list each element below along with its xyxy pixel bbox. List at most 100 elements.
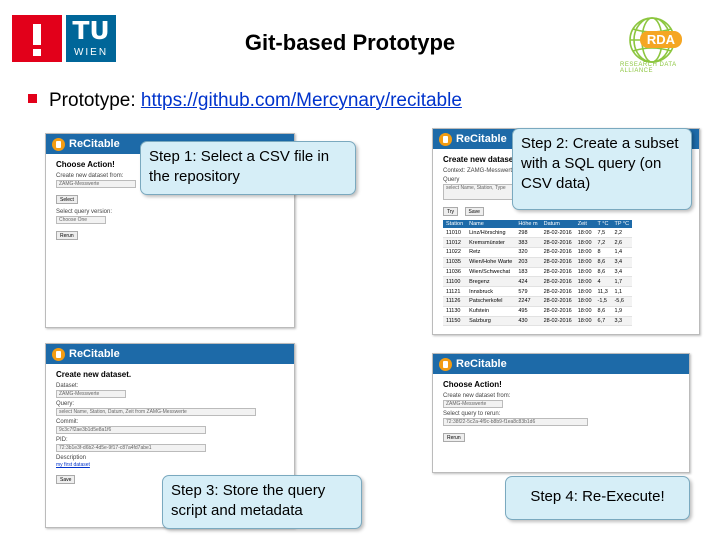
table-cell: 18:00: [574, 228, 595, 239]
table-cell: 18:00: [574, 267, 595, 278]
table-cell: Kufstein: [466, 306, 516, 317]
table-cell: 183: [515, 267, 541, 278]
column-header: T °C: [594, 220, 612, 228]
table-cell: 11121: [443, 286, 467, 298]
dataset-field[interactable]: ZAMG-Messwerte: [56, 390, 126, 398]
table-cell: 18:00: [574, 306, 595, 317]
commit-label: Commit:: [56, 419, 79, 425]
table-cell: 7,2: [594, 237, 612, 249]
table-cell: Kremsmünster: [466, 237, 516, 249]
rda-logo-text: RDA: [647, 32, 676, 47]
table-cell: 11126: [443, 296, 467, 307]
create-dataset-heading: Create new dataset.: [443, 155, 519, 164]
table-cell: 18:00: [574, 247, 595, 258]
table-cell: 7,5: [594, 228, 612, 239]
page-title: Git-based Prototype: [244, 30, 456, 55]
query-label: Query: [443, 177, 460, 183]
wien-logo-text: WIEN: [73, 47, 109, 58]
table-cell: Linz/Hörsching: [466, 228, 516, 239]
table-cell: 1,4: [611, 247, 633, 258]
save-button[interactable]: Save: [464, 207, 484, 216]
table-cell: 2247: [515, 296, 541, 307]
try-button[interactable]: Try: [443, 207, 459, 216]
table-cell: 1,9: [611, 306, 633, 317]
table-cell: Innsbruck: [466, 286, 516, 298]
description-label: Description: [56, 455, 87, 461]
table-cell: 28-02-2016: [540, 296, 575, 307]
app-name: ReCitable: [456, 358, 507, 370]
app-header: ReCitable: [433, 354, 689, 374]
table-cell: 28-02-2016: [540, 276, 575, 288]
table-cell: 4: [594, 276, 612, 288]
table-cell: 28-02-2016: [540, 286, 575, 298]
table-cell: 3,3: [611, 316, 633, 327]
commit-field[interactable]: 9c3c7f2ae3b1d5e8a1f6: [56, 426, 206, 434]
exclamation-dot: [33, 49, 41, 56]
rerun-query-label: Select query to rerun:: [443, 411, 501, 417]
context-label: Context: ZAMG-Messwerte: [443, 168, 516, 174]
table-cell: 18:00: [574, 276, 595, 288]
table-cell: -1,5: [594, 296, 612, 307]
github-link[interactable]: https://github.com/Mercynary/recitable: [140, 90, 462, 111]
tu-wien-logo: TU WIEN: [66, 15, 116, 62]
table-cell: 18:00: [574, 257, 595, 268]
table-cell: 8,6: [594, 306, 612, 317]
step4-callout: Step 4: Re-Execute!: [505, 476, 690, 520]
result-table: Station Name Höhe m Datum Zeit T °C TP °…: [443, 220, 633, 327]
table-cell: 3,4: [611, 257, 633, 268]
rda-logo: RDA RESEARCH DATA ALLIANCE: [618, 12, 710, 74]
table-cell: 18:00: [574, 296, 595, 307]
table-cell: 11012: [443, 237, 467, 249]
table-cell: 11036: [443, 267, 467, 278]
table-cell: 18:00: [574, 286, 595, 298]
table-cell: 430: [515, 316, 541, 327]
rerun-button[interactable]: Rerun: [443, 433, 465, 442]
step2-callout: Step 2: Create a subset with a SQL query…: [512, 128, 692, 210]
app-header: ReCitable: [46, 344, 294, 364]
dataset-select[interactable]: ZAMG-Messwerte: [443, 400, 503, 408]
column-header: Station: [443, 220, 467, 228]
exclamation-bar: [33, 24, 41, 45]
table-cell: 18:00: [574, 316, 595, 327]
query-field[interactable]: select Name, Station, Datum, Zeit from Z…: [56, 408, 256, 416]
create-dataset-heading: Create new dataset.: [56, 370, 132, 379]
table-cell: 8,6: [594, 257, 612, 268]
table-cell: 495: [515, 306, 541, 317]
table-cell: 579: [515, 286, 541, 298]
rerun-query-select[interactable]: 72:38f22-5c2a-4f9c-b8b9-f1ea8c83b1d6: [443, 418, 588, 426]
select-button[interactable]: Select: [56, 195, 78, 204]
table-cell: 28-02-2016: [540, 316, 575, 327]
pid-field[interactable]: 72:3b1e3f-d6b2-4d5e-9f17-c87a4fd7abe1: [56, 444, 206, 452]
table-cell: 11100: [443, 276, 467, 288]
prototype-bullet: Prototype: https://github.com/Mercynary/…: [28, 90, 462, 112]
table-cell: 11010: [443, 228, 467, 239]
rerun-button[interactable]: Rerun: [56, 231, 78, 240]
table-cell: Wien/Hohe Warte: [466, 257, 516, 268]
table-cell: 320: [515, 247, 541, 258]
choose-action-heading: Choose Action!: [56, 160, 115, 169]
query-version-label: Select query version:: [56, 209, 113, 215]
table-cell: 28-02-2016: [540, 267, 575, 278]
table-cell: 11022: [443, 247, 467, 258]
table-cell: Patscherkofel: [466, 296, 516, 307]
table-cell: 203: [515, 257, 541, 268]
table-cell: -5,6: [611, 296, 633, 307]
dataset-select[interactable]: ZAMG-Messwerte: [56, 180, 136, 188]
table-cell: 11,3: [594, 286, 612, 298]
table-cell: 11150: [443, 316, 467, 327]
query-version-select[interactable]: Choose One: [56, 216, 106, 224]
column-header: Name: [466, 220, 516, 228]
save-button[interactable]: Save: [56, 475, 76, 484]
app-name: ReCitable: [69, 138, 120, 150]
table-cell: Retz: [466, 247, 516, 258]
column-header: Höhe m: [515, 220, 541, 228]
description-link[interactable]: my first dataset: [56, 462, 90, 468]
table-cell: 1,1: [611, 286, 633, 298]
column-header: Datum: [540, 220, 575, 228]
bullet-prefix: Prototype:: [49, 90, 141, 111]
table-cell: 8,6: [594, 267, 612, 278]
